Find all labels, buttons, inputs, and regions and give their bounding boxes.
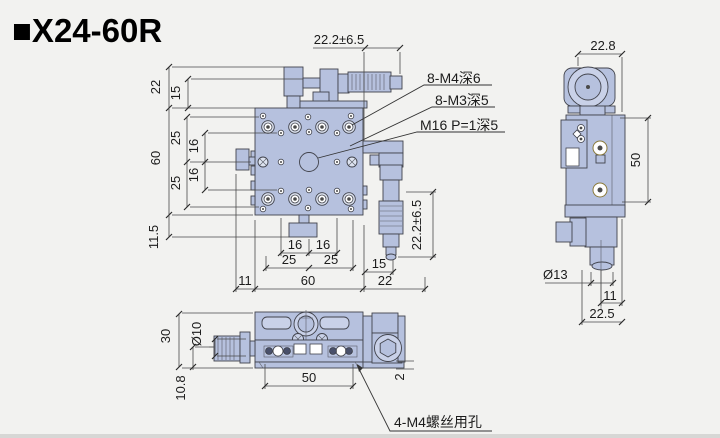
dim-side-50: 50: [628, 153, 643, 167]
leader-arrowhead: [357, 364, 363, 372]
dim-travel-top: 22.2±6.5: [314, 32, 365, 47]
callout-m16: M16 P=1深5: [420, 117, 498, 133]
page-title: ■X24-60R: [12, 12, 162, 49]
dim-bottom-25-right: 25: [324, 252, 338, 267]
dim-bottom-2: 2: [392, 373, 407, 380]
dim-left-25-upper: 25: [168, 131, 183, 145]
callout-4m4: 4-M4螺丝用孔: [394, 414, 482, 430]
bottom-parts: [209, 310, 406, 369]
dim-travel-right: 22.2±6.5: [409, 200, 424, 251]
dim-side-11: 11: [603, 288, 617, 303]
dim-left-11-5: 11.5: [146, 225, 161, 249]
dim-bottom-16-left: 16: [288, 237, 302, 252]
dim-side-22-8: 22.8: [590, 38, 615, 53]
callout-m3: 8-M3深5: [435, 92, 489, 108]
front-top-micrometer: [283, 66, 403, 109]
side-dimensions: 22.8 50 Ø13 11 22.5: [543, 38, 652, 326]
front-view: 8-M4深6 8-M3深5 M16 P=1深5 22.2±6.5 22 15 6…: [146, 32, 505, 293]
dim-bottom-25-left: 25: [282, 252, 296, 267]
cross-screws: [257, 156, 358, 168]
m16-center-hole: [299, 152, 319, 172]
dim-left-22: 22: [148, 80, 163, 94]
side-parts: [555, 66, 626, 310]
dim-bottom-50: 50: [302, 370, 316, 385]
dim-bottom-dia10: Ø10: [189, 322, 204, 347]
dim-bottom-60: 60: [301, 273, 315, 288]
dim-side-22-5: 22.5: [589, 306, 614, 321]
bottom-view: 30 Ø10 10.8 50 2 4-M4螺丝用孔: [158, 310, 492, 432]
dim-left-60: 60: [148, 151, 163, 165]
front-plate-holes: [257, 112, 358, 213]
dim-left-25-lower: 25: [168, 176, 183, 190]
m3-holes: [259, 112, 355, 213]
dim-bottom-16-right: 16: [316, 237, 330, 252]
side-view: 22.8 50 Ø13 11 22.5: [543, 38, 652, 326]
dim-bottom-30: 30: [158, 329, 173, 343]
front-bottom-knob: [288, 214, 318, 238]
front-dimensions: 22.2±6.5 22 15 60 25 16 16 25 11.5 16 16: [146, 32, 437, 293]
bottom-dimensions: 30 Ø10 10.8 50 2 4-M4螺丝用孔: [158, 310, 492, 432]
m4-counterbore-holes: [261, 120, 356, 206]
dim-side-dia13: Ø13: [543, 267, 568, 282]
page-edge: [0, 434, 720, 438]
front-left-knob: [235, 148, 256, 171]
callout-m4: 8-M4深6: [427, 70, 481, 86]
dim-bottom-10-8: 10.8: [173, 375, 188, 400]
front-callouts: 8-M4深6 8-M3深5 M16 P=1深5: [317, 70, 505, 159]
dim-bottom-22: 22: [378, 273, 392, 288]
front-right-micrometer: [362, 140, 404, 261]
dim-left-16-lower: 16: [186, 168, 201, 182]
dim-bottom-15: 15: [372, 256, 386, 271]
dim-left-15: 15: [168, 86, 183, 100]
dim-left-16-upper: 16: [186, 139, 201, 153]
dim-bottom-11: 11: [238, 273, 252, 288]
